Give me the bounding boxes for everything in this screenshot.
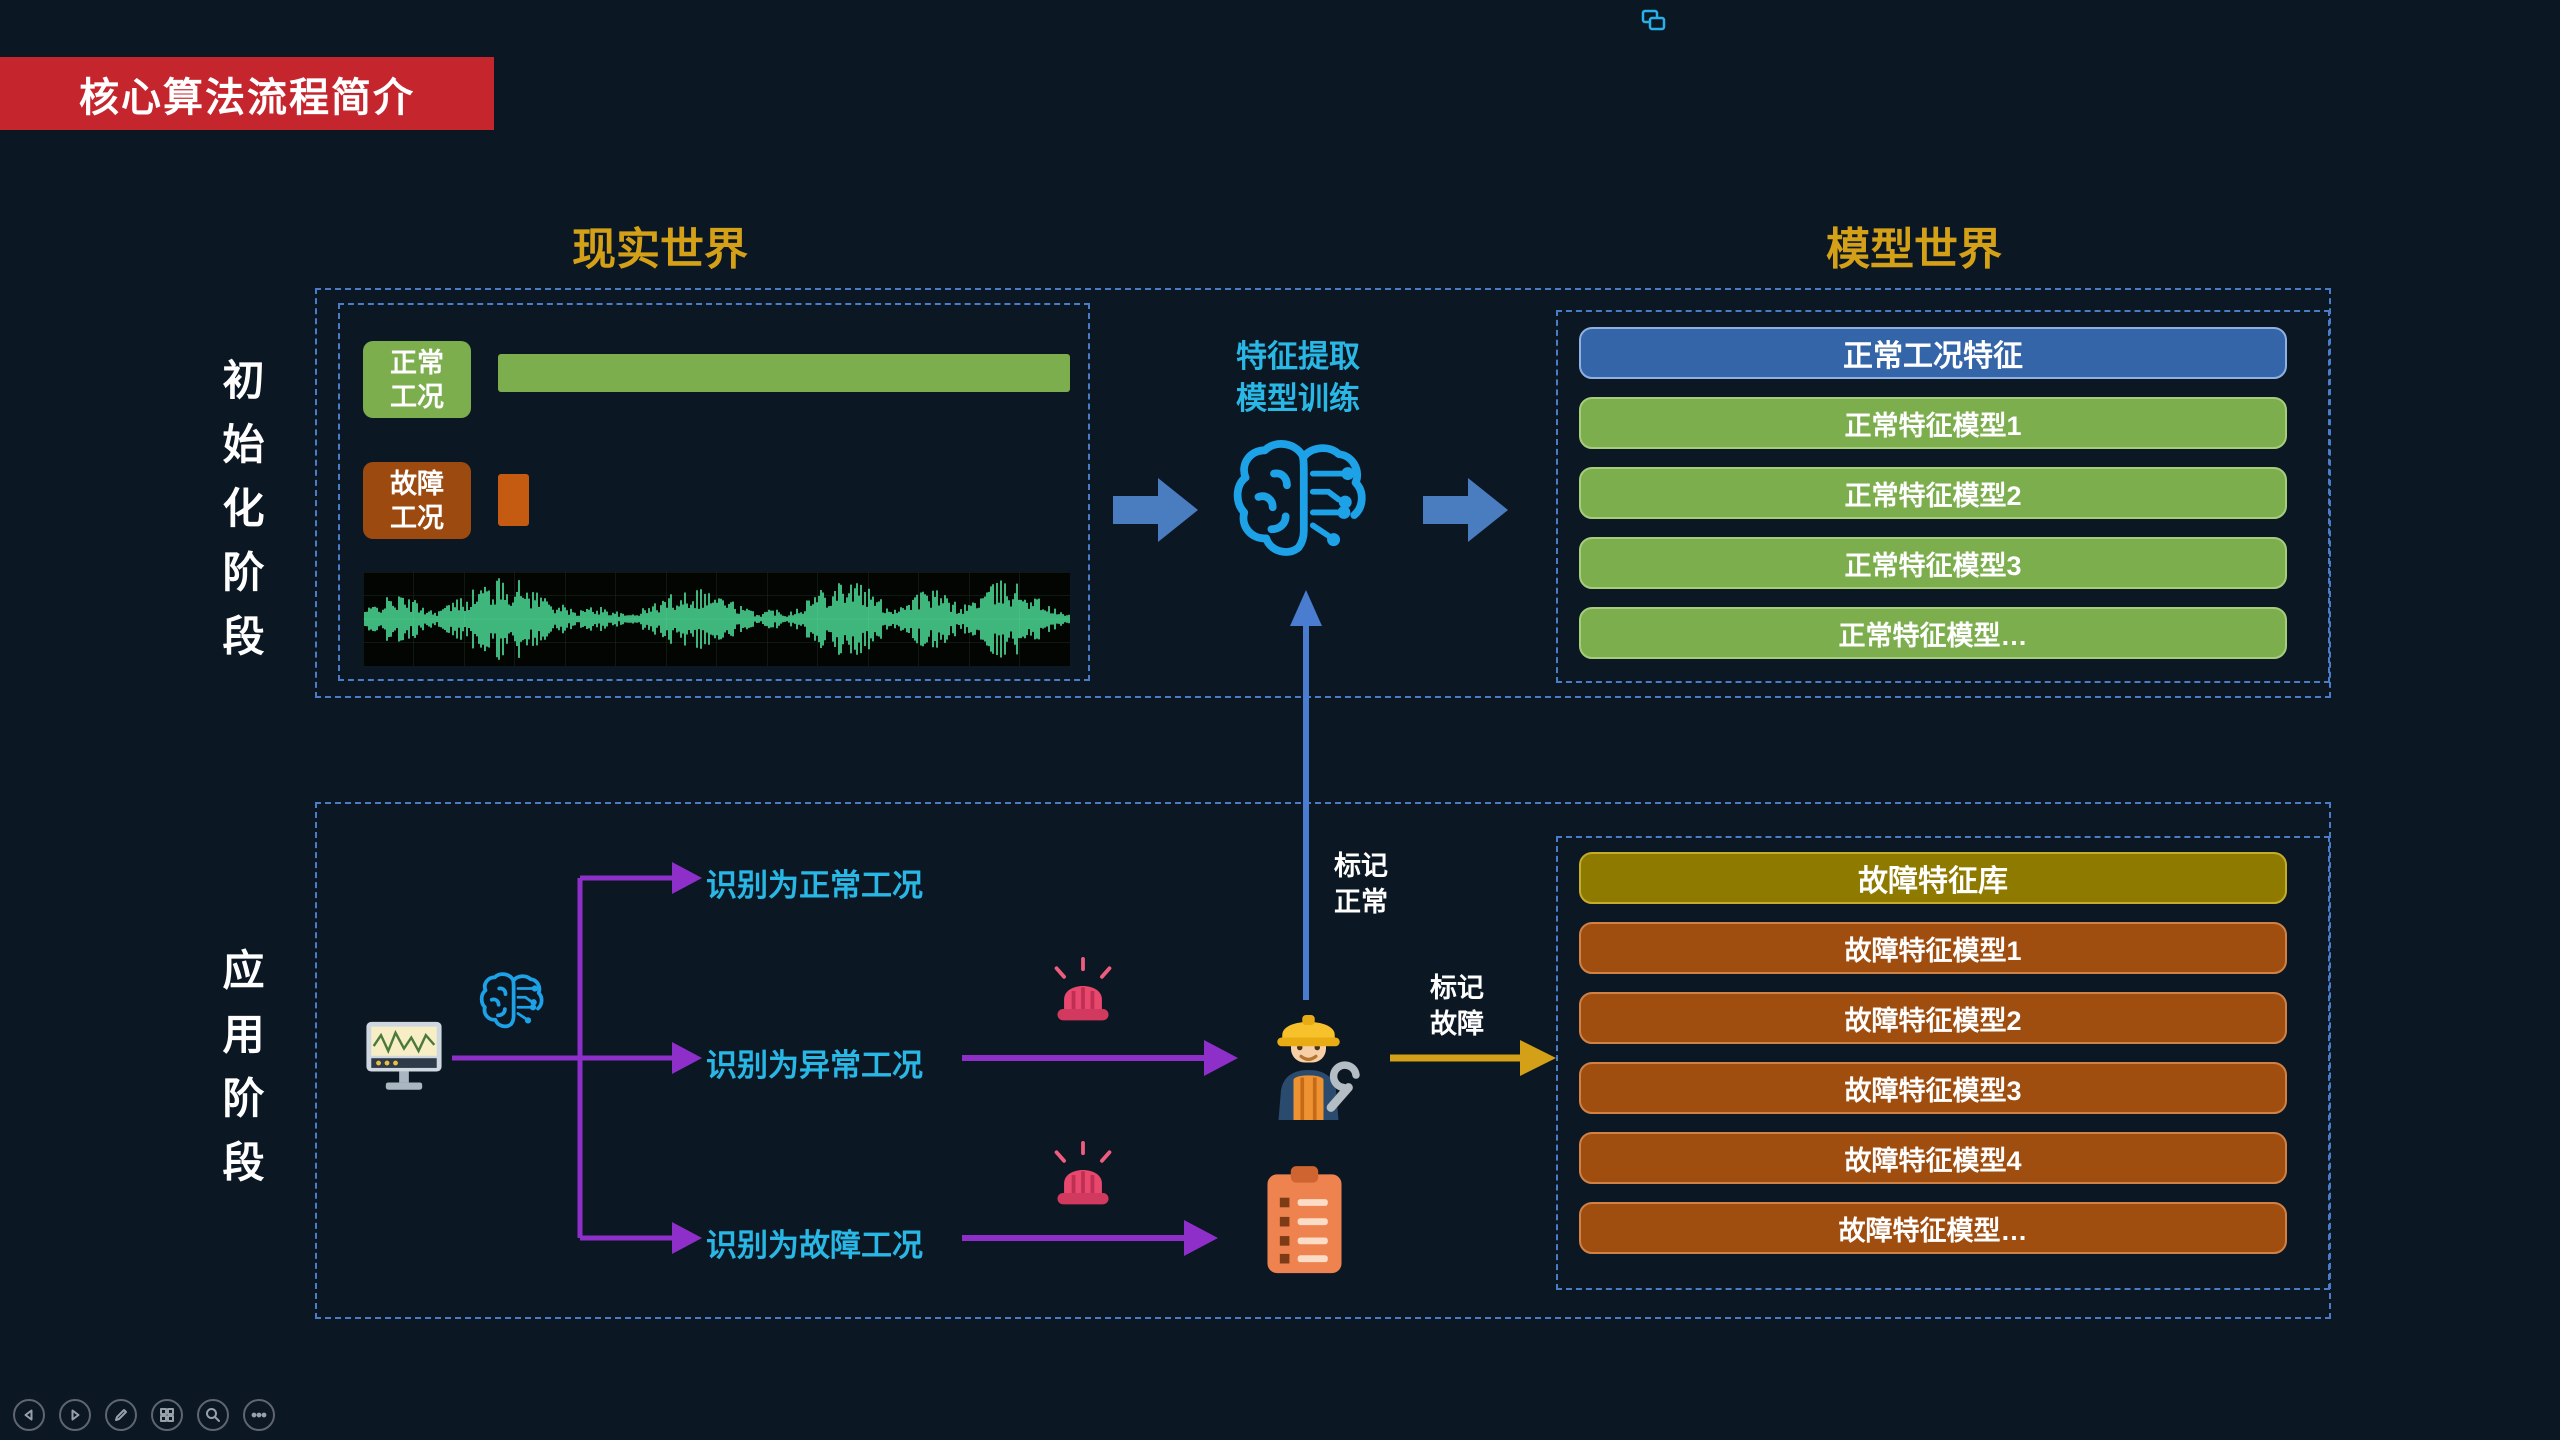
init-stage-outer-box xyxy=(315,288,2331,698)
fault-model-bar: 故障特征模型… xyxy=(1579,1202,2287,1254)
normal-model-bar: 正常特征模型… xyxy=(1579,607,2287,659)
vibration-waveform xyxy=(363,572,1070,666)
presenter-widget-icon[interactable] xyxy=(1640,6,1668,34)
fault-condition-button: 故障 工况 xyxy=(363,462,471,539)
normal-model-bar: 正常特征模型1 xyxy=(1579,397,2287,449)
small-circuit-brain-icon xyxy=(478,968,548,1034)
fault-data-bar xyxy=(498,474,529,526)
branch-abnormal-label: 识别为异常工况 xyxy=(706,1048,923,1083)
all-slides-button[interactable] xyxy=(151,1399,183,1431)
normal-model-box xyxy=(1556,310,2330,683)
pen-tools-button[interactable] xyxy=(105,1399,137,1431)
normal-condition-button: 正常 工况 xyxy=(363,341,471,418)
arrow-left-icon xyxy=(24,1409,33,1421)
fault-model-bar: 故障特征模型1 xyxy=(1579,922,2287,974)
fault-library-header-bar: 故障特征库 xyxy=(1579,852,2287,904)
apply-phase-label: 应用阶段 xyxy=(217,948,264,1204)
model-world-header: 模型世界 xyxy=(1826,225,2002,274)
previous-slide-button[interactable] xyxy=(13,1399,45,1431)
slide-title: 核心算法流程简介 xyxy=(79,75,415,120)
next-slide-button[interactable] xyxy=(59,1399,91,1431)
init-stage-data-box xyxy=(338,303,1090,681)
alarm-siren-icon xyxy=(1052,1140,1114,1210)
ellipsis-icon xyxy=(251,1412,267,1418)
slide-title-banner: 核心算法流程简介 xyxy=(0,57,494,130)
maintenance-worker-icon xyxy=(1246,1005,1371,1125)
fault-model-bar: 故障特征模型3 xyxy=(1579,1062,2287,1114)
fault-model-bar: 故障特征模型4 xyxy=(1579,1132,2287,1184)
monitoring-screen-icon xyxy=(364,1018,444,1096)
init-phase-label: 初始化阶段 xyxy=(217,358,264,678)
magnifier-icon xyxy=(206,1408,220,1422)
branch-fault-label: 识别为故障工况 xyxy=(706,1228,923,1263)
fault-report-icon xyxy=(1262,1162,1347,1280)
pen-icon xyxy=(115,1409,127,1421)
normal-model-bar: 正常特征模型3 xyxy=(1579,537,2287,589)
circuit-brain-icon xyxy=(1230,432,1375,567)
branch-normal-label: 识别为正常工况 xyxy=(706,868,923,903)
zoom-button[interactable] xyxy=(197,1399,229,1431)
fault-model-bar: 故障特征模型2 xyxy=(1579,992,2287,1044)
apply-stage-outer-box xyxy=(315,802,2331,1319)
mark-normal-label: 标记 正常 xyxy=(1334,851,1388,917)
process-label: 特征提取 模型训练 xyxy=(1236,339,1360,416)
fault-model-box xyxy=(1556,836,2330,1290)
alarm-siren-icon xyxy=(1052,956,1114,1026)
normal-model-bar: 正常特征模型2 xyxy=(1579,467,2287,519)
more-options-button[interactable] xyxy=(243,1399,275,1431)
normal-feature-header-bar: 正常工况特征 xyxy=(1579,327,2287,379)
real-world-header: 现实世界 xyxy=(572,225,748,274)
mark-fault-label: 标记 故障 xyxy=(1430,973,1484,1039)
arrow-right-icon xyxy=(71,1409,80,1421)
normal-data-bar xyxy=(498,354,1070,392)
grid-icon xyxy=(160,1408,174,1422)
